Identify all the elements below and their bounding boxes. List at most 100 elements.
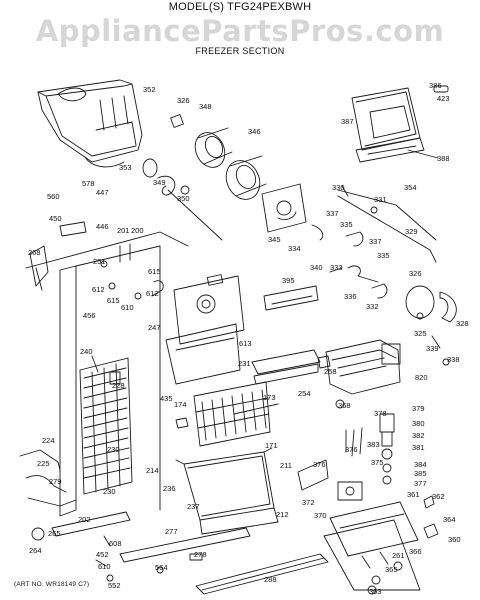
part-callout: 332 [366, 302, 379, 311]
part-callout: 278 [194, 550, 207, 559]
part-callout: 578 [82, 179, 95, 188]
part-callout: 350 [177, 194, 190, 203]
part-callout: 225 [37, 459, 50, 468]
part-callout: 610 [121, 303, 134, 312]
evaporator-coil [79, 357, 133, 495]
drain-tube [19, 449, 77, 507]
diagram-header: MODEL(S) TFG24PEXBWH AppliancePartsPros.… [0, 0, 480, 60]
part-callout: 386 [429, 81, 442, 90]
part-callout: 340 [310, 263, 323, 272]
part-callout: 615 [107, 296, 120, 305]
part-callout: 613 [239, 339, 252, 348]
section-title: FREEZER SECTION [195, 46, 285, 56]
part-callout: 254 [298, 389, 311, 398]
part-callout: 288 [264, 575, 277, 584]
part-callout: 334 [288, 244, 301, 253]
part-callout: 368 [338, 401, 351, 410]
part-callout: 354 [404, 183, 417, 192]
part-callout: 384 [414, 460, 427, 469]
part-callout: 331 [374, 195, 387, 204]
evaporator-cover [165, 274, 245, 385]
part-callout: 230 [107, 445, 120, 454]
part-callout: 173 [263, 393, 276, 402]
part-callout: 335 [340, 220, 353, 229]
part-callout: 338 [447, 355, 460, 364]
dispenser-door-assembly [351, 85, 449, 163]
part-callout: 214 [146, 466, 159, 475]
part-callout: 261 [392, 551, 405, 560]
part-callout: 337 [369, 237, 382, 246]
part-callout: 353 [119, 163, 132, 172]
part-callout: 387 [341, 117, 354, 126]
water-valve [297, 413, 395, 501]
ice-bucket [37, 79, 143, 168]
part-callout: 247 [148, 323, 161, 332]
part-callout: 456 [83, 311, 96, 320]
part-callout: 228 [112, 381, 125, 390]
part-callout: 236 [163, 484, 176, 493]
part-callout: 361 [407, 490, 420, 499]
part-callout: 264 [29, 546, 42, 555]
part-callout: 608 [109, 539, 122, 548]
part-callout: 363 [369, 587, 382, 596]
part-callout: 337 [326, 209, 339, 218]
part-callout: 612 [92, 285, 105, 294]
part-callout: 325 [414, 329, 427, 338]
part-callout: 326 [409, 269, 422, 278]
part-callout: 377 [414, 479, 427, 488]
part-callout: 378 [374, 409, 387, 418]
part-callout: 388 [437, 154, 450, 163]
part-callout: 339 [426, 344, 439, 353]
part-callout: 615 [148, 267, 161, 276]
part-callout: 224 [42, 436, 55, 445]
part-callout: 279 [49, 477, 62, 486]
part-callout: 326 [177, 96, 190, 105]
part-callout: 346 [248, 127, 261, 136]
drive-gear-housing [261, 183, 307, 233]
part-callout: 366 [409, 547, 422, 556]
part-callout: 201 [117, 226, 130, 235]
part-callout: 258 [324, 367, 337, 376]
part-callout: 381 [412, 443, 425, 452]
part-callout: 452 [96, 550, 109, 559]
part-callout: 333 [330, 263, 343, 272]
part-callout: 348 [199, 102, 212, 111]
model-title: MODEL(S) TFG24PEXBWH [168, 1, 312, 13]
part-callout: 268 [28, 248, 41, 257]
freezer-shelf [251, 349, 321, 385]
part-callout: 379 [412, 404, 425, 413]
part-callout: 335 [377, 251, 390, 260]
shelf-rail [263, 285, 319, 311]
part-callout: 450 [49, 214, 62, 223]
mounting-bracket [323, 495, 439, 591]
part-callout: 435 [160, 394, 173, 403]
part-callout: 212 [276, 510, 289, 519]
part-callout: 202 [78, 515, 91, 524]
part-callout: 362 [432, 492, 445, 501]
part-callout: 423 [437, 94, 450, 103]
part-callout: 230 [103, 487, 116, 496]
part-callout: 328 [456, 319, 469, 328]
ice-pan [175, 447, 279, 535]
hardware-fasteners [35, 185, 450, 409]
art-number: (ART NO. WR18149 C7) [14, 581, 90, 588]
part-callout: 231 [238, 359, 251, 368]
part-callout: 380 [412, 419, 425, 428]
part-callout: 447 [96, 188, 109, 197]
ice-maker [317, 339, 401, 395]
part-callout: 330 [332, 183, 345, 192]
part-callout: 372 [302, 498, 315, 507]
part-callout: 385 [414, 469, 427, 478]
part-callout: 376 [313, 460, 326, 469]
part-callout: 375 [371, 458, 384, 467]
part-callout: 370 [314, 511, 327, 520]
part-callout: 265 [48, 529, 61, 538]
part-callout: 376 [345, 445, 358, 454]
part-callout: 382 [412, 431, 425, 440]
part-callout: 360 [448, 535, 461, 544]
part-callout: 171 [265, 441, 278, 450]
part-callout: 277 [165, 527, 178, 536]
part-callout: 612 [146, 289, 159, 298]
